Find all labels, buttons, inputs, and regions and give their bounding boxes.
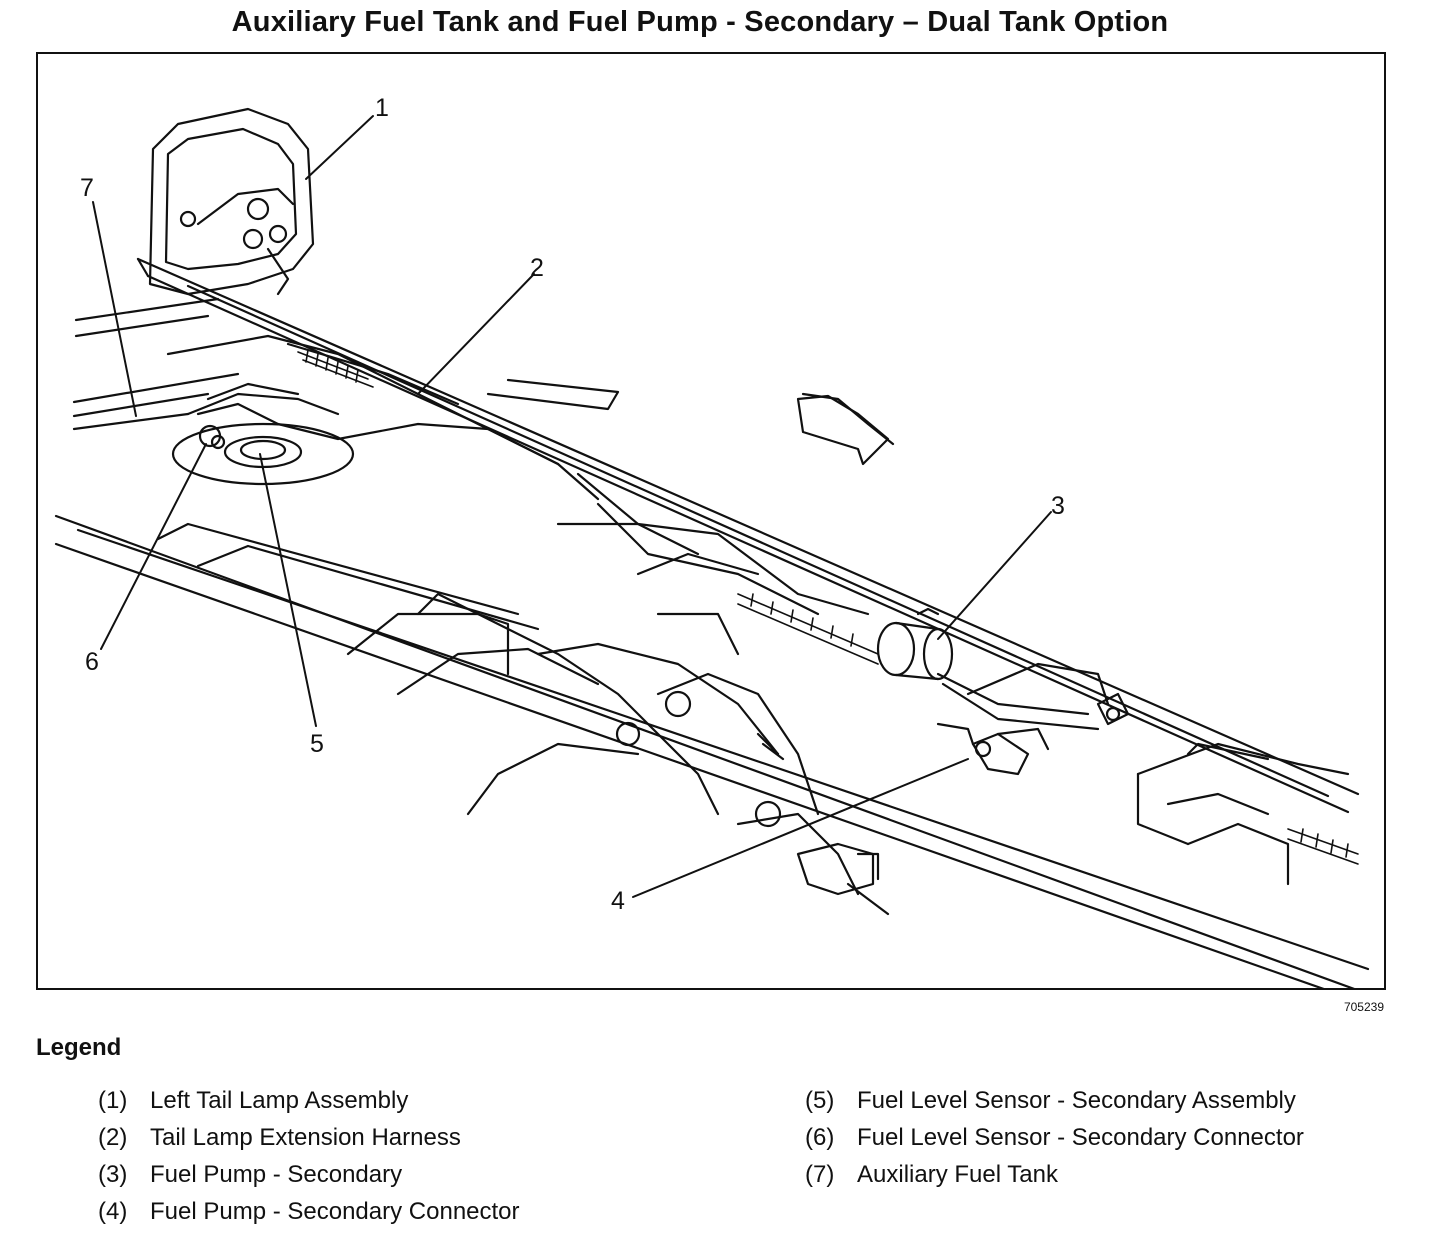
legend-label: Auxiliary Fuel Tank (857, 1161, 1058, 1188)
callout-4: 4 (611, 887, 625, 915)
legend-item: (5) Fuel Level Sensor - Secondary Assembl… (805, 1087, 1304, 1124)
legend-number: (3) (98, 1161, 128, 1188)
legend-column-left: (1) Left Tail Lamp Assembly (2) Tail Lamp … (98, 1087, 520, 1235)
legend-label: Fuel Level Sensor - Secondary Assembly (857, 1087, 1296, 1114)
callout-5: 5 (310, 730, 324, 758)
callout-6: 6 (85, 648, 99, 676)
callout-7: 7 (80, 174, 94, 202)
legend-item: (2) Tail Lamp Extension Harness (98, 1124, 520, 1161)
legend-label: Fuel Level Sensor - Secondary Connector (857, 1124, 1304, 1151)
legend-label: Left Tail Lamp Assembly (150, 1087, 409, 1114)
legend-number: (7) (805, 1161, 835, 1188)
legend-number: (6) (805, 1124, 835, 1151)
auxiliary-fuel-tank (346, 522, 780, 816)
callout-2: 2 (530, 254, 544, 282)
legend-number: (1) (98, 1087, 128, 1114)
driveline-crossmember (615, 672, 890, 916)
legend-item: (6) Fuel Level Sensor - Secondary Connect… (805, 1124, 1304, 1161)
fuel-pump-connector (936, 722, 1050, 776)
legend-label: Tail Lamp Extension Harness (150, 1124, 461, 1151)
frame-rail-lower (54, 514, 1370, 988)
extension-harness (166, 334, 870, 616)
floor-lines (72, 297, 620, 631)
diagram-frame: 1 2 3 4 5 6 7 (36, 52, 1386, 990)
rear-bracket (1096, 692, 1350, 886)
diagram-illustration: 1 2 3 4 5 6 7 (54, 94, 1370, 988)
leader-lines (92, 115, 1052, 898)
legend-item: (4) Fuel Pump - Secondary Connector (98, 1198, 520, 1235)
legend-number: (2) (98, 1124, 128, 1151)
legend-item: (1) Left Tail Lamp Assembly (98, 1087, 520, 1124)
diagram-title: Auxiliary Fuel Tank and Fuel Pump - Seco… (231, 6, 1169, 38)
callout-1: 1 (375, 94, 389, 122)
callout-3: 3 (1051, 492, 1065, 520)
legend-item: (7) Auxiliary Fuel Tank (805, 1161, 1304, 1198)
fuel-pump-secondary (876, 607, 1110, 731)
legend-number: (5) (805, 1087, 835, 1114)
legend-heading: Legend (36, 1034, 122, 1061)
legend-item: (3) Fuel Pump - Secondary (98, 1161, 520, 1198)
direction-arrow (796, 392, 895, 466)
legend-label: Fuel Pump - Secondary (150, 1161, 403, 1188)
harness-convolute (297, 349, 1359, 865)
fuel-level-sensor (171, 392, 355, 486)
legend-column-right: (5) Fuel Level Sensor - Secondary Assembl… (805, 1087, 1304, 1198)
legend-label: Fuel Pump - Secondary Connector (150, 1198, 520, 1225)
tail-lamp-assembly (148, 107, 315, 296)
callout-labels: 1 2 3 4 5 6 7 (80, 94, 1065, 915)
legend-number: (4) (98, 1198, 128, 1225)
figure-id: 705239 (1343, 1000, 1384, 1014)
